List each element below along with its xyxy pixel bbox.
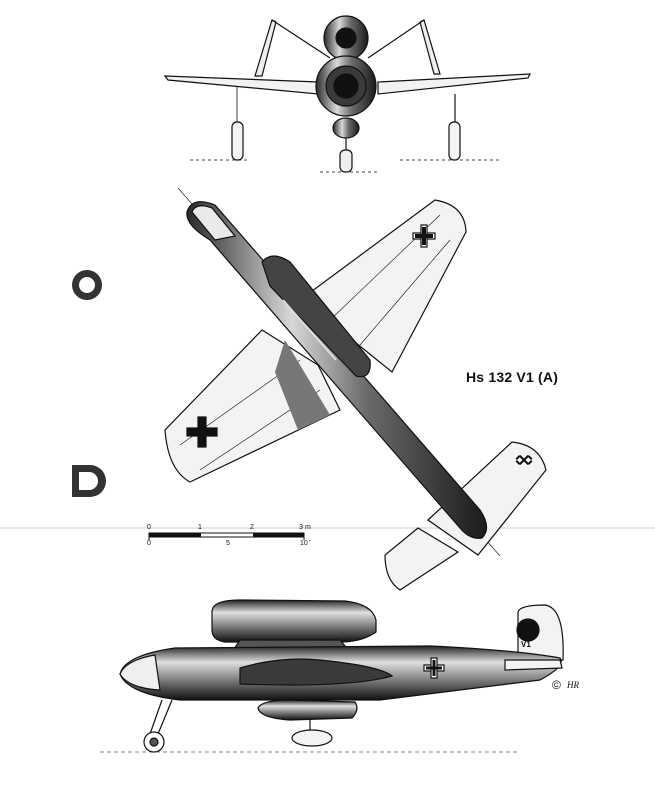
artist-signature: HR (567, 680, 579, 690)
balkenkreuz-cross-icon (423, 657, 445, 679)
scale-metric-2: 2 (250, 524, 254, 531)
scale-imperial-10: 10 (300, 540, 308, 547)
side-view (100, 599, 564, 753)
copyright-symbol: © (552, 678, 561, 692)
plan-engine (261, 255, 371, 378)
side-main-wheel (291, 729, 333, 747)
aircraft-code: V1 (521, 640, 531, 649)
front-wing-left (163, 75, 319, 95)
binding-holes (72, 270, 106, 497)
front-view (163, 15, 531, 173)
front-wing-right (377, 73, 531, 95)
plan-view (164, 187, 547, 591)
swastika-symbol-icon (515, 455, 533, 465)
side-wing (239, 658, 394, 686)
scale-imperial-unit: ' (309, 540, 311, 547)
scale-metric-1: 1 (198, 524, 202, 531)
front-gear-right (448, 121, 461, 161)
plan-fuselage (186, 201, 488, 539)
balkenkreuz-cross-icon (186, 416, 218, 448)
scale-imperial-5: 5 (226, 540, 230, 547)
side-engine (211, 599, 377, 643)
scale-bar (148, 532, 305, 540)
scale-metric-0: 0 (147, 524, 151, 531)
plan-tail-right (427, 441, 547, 556)
drawing-title: Hs 132 V1 (A) (466, 369, 559, 385)
balkenkreuz-cross-icon (412, 224, 436, 248)
scale-metric-3: 3 (299, 524, 303, 531)
front-gear-left (231, 121, 244, 161)
plan-tail-left (384, 527, 460, 591)
scale-imperial-0: 0 (147, 540, 151, 547)
scale-metric-unit: m (305, 524, 311, 531)
tail-roundel-icon (516, 618, 540, 642)
